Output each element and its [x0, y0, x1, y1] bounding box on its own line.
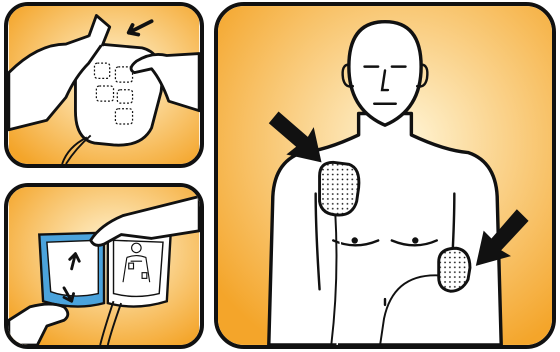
hands-icon [8, 195, 200, 345]
peel-pad-illustration [8, 6, 200, 164]
hands-icon [8, 14, 200, 132]
arrow-icon [62, 252, 81, 303]
electrode-pad-icon [318, 160, 472, 293]
arrow-icon [126, 19, 154, 37]
torso-icon [122, 242, 151, 283]
pad-placement-illustration [218, 6, 552, 345]
pad-liner-illustration [8, 187, 200, 345]
arrow-icon [268, 111, 529, 266]
peel-pad-panel [4, 2, 204, 168]
pad-liner-panel [4, 183, 204, 349]
pad-placement-panel [214, 2, 556, 349]
